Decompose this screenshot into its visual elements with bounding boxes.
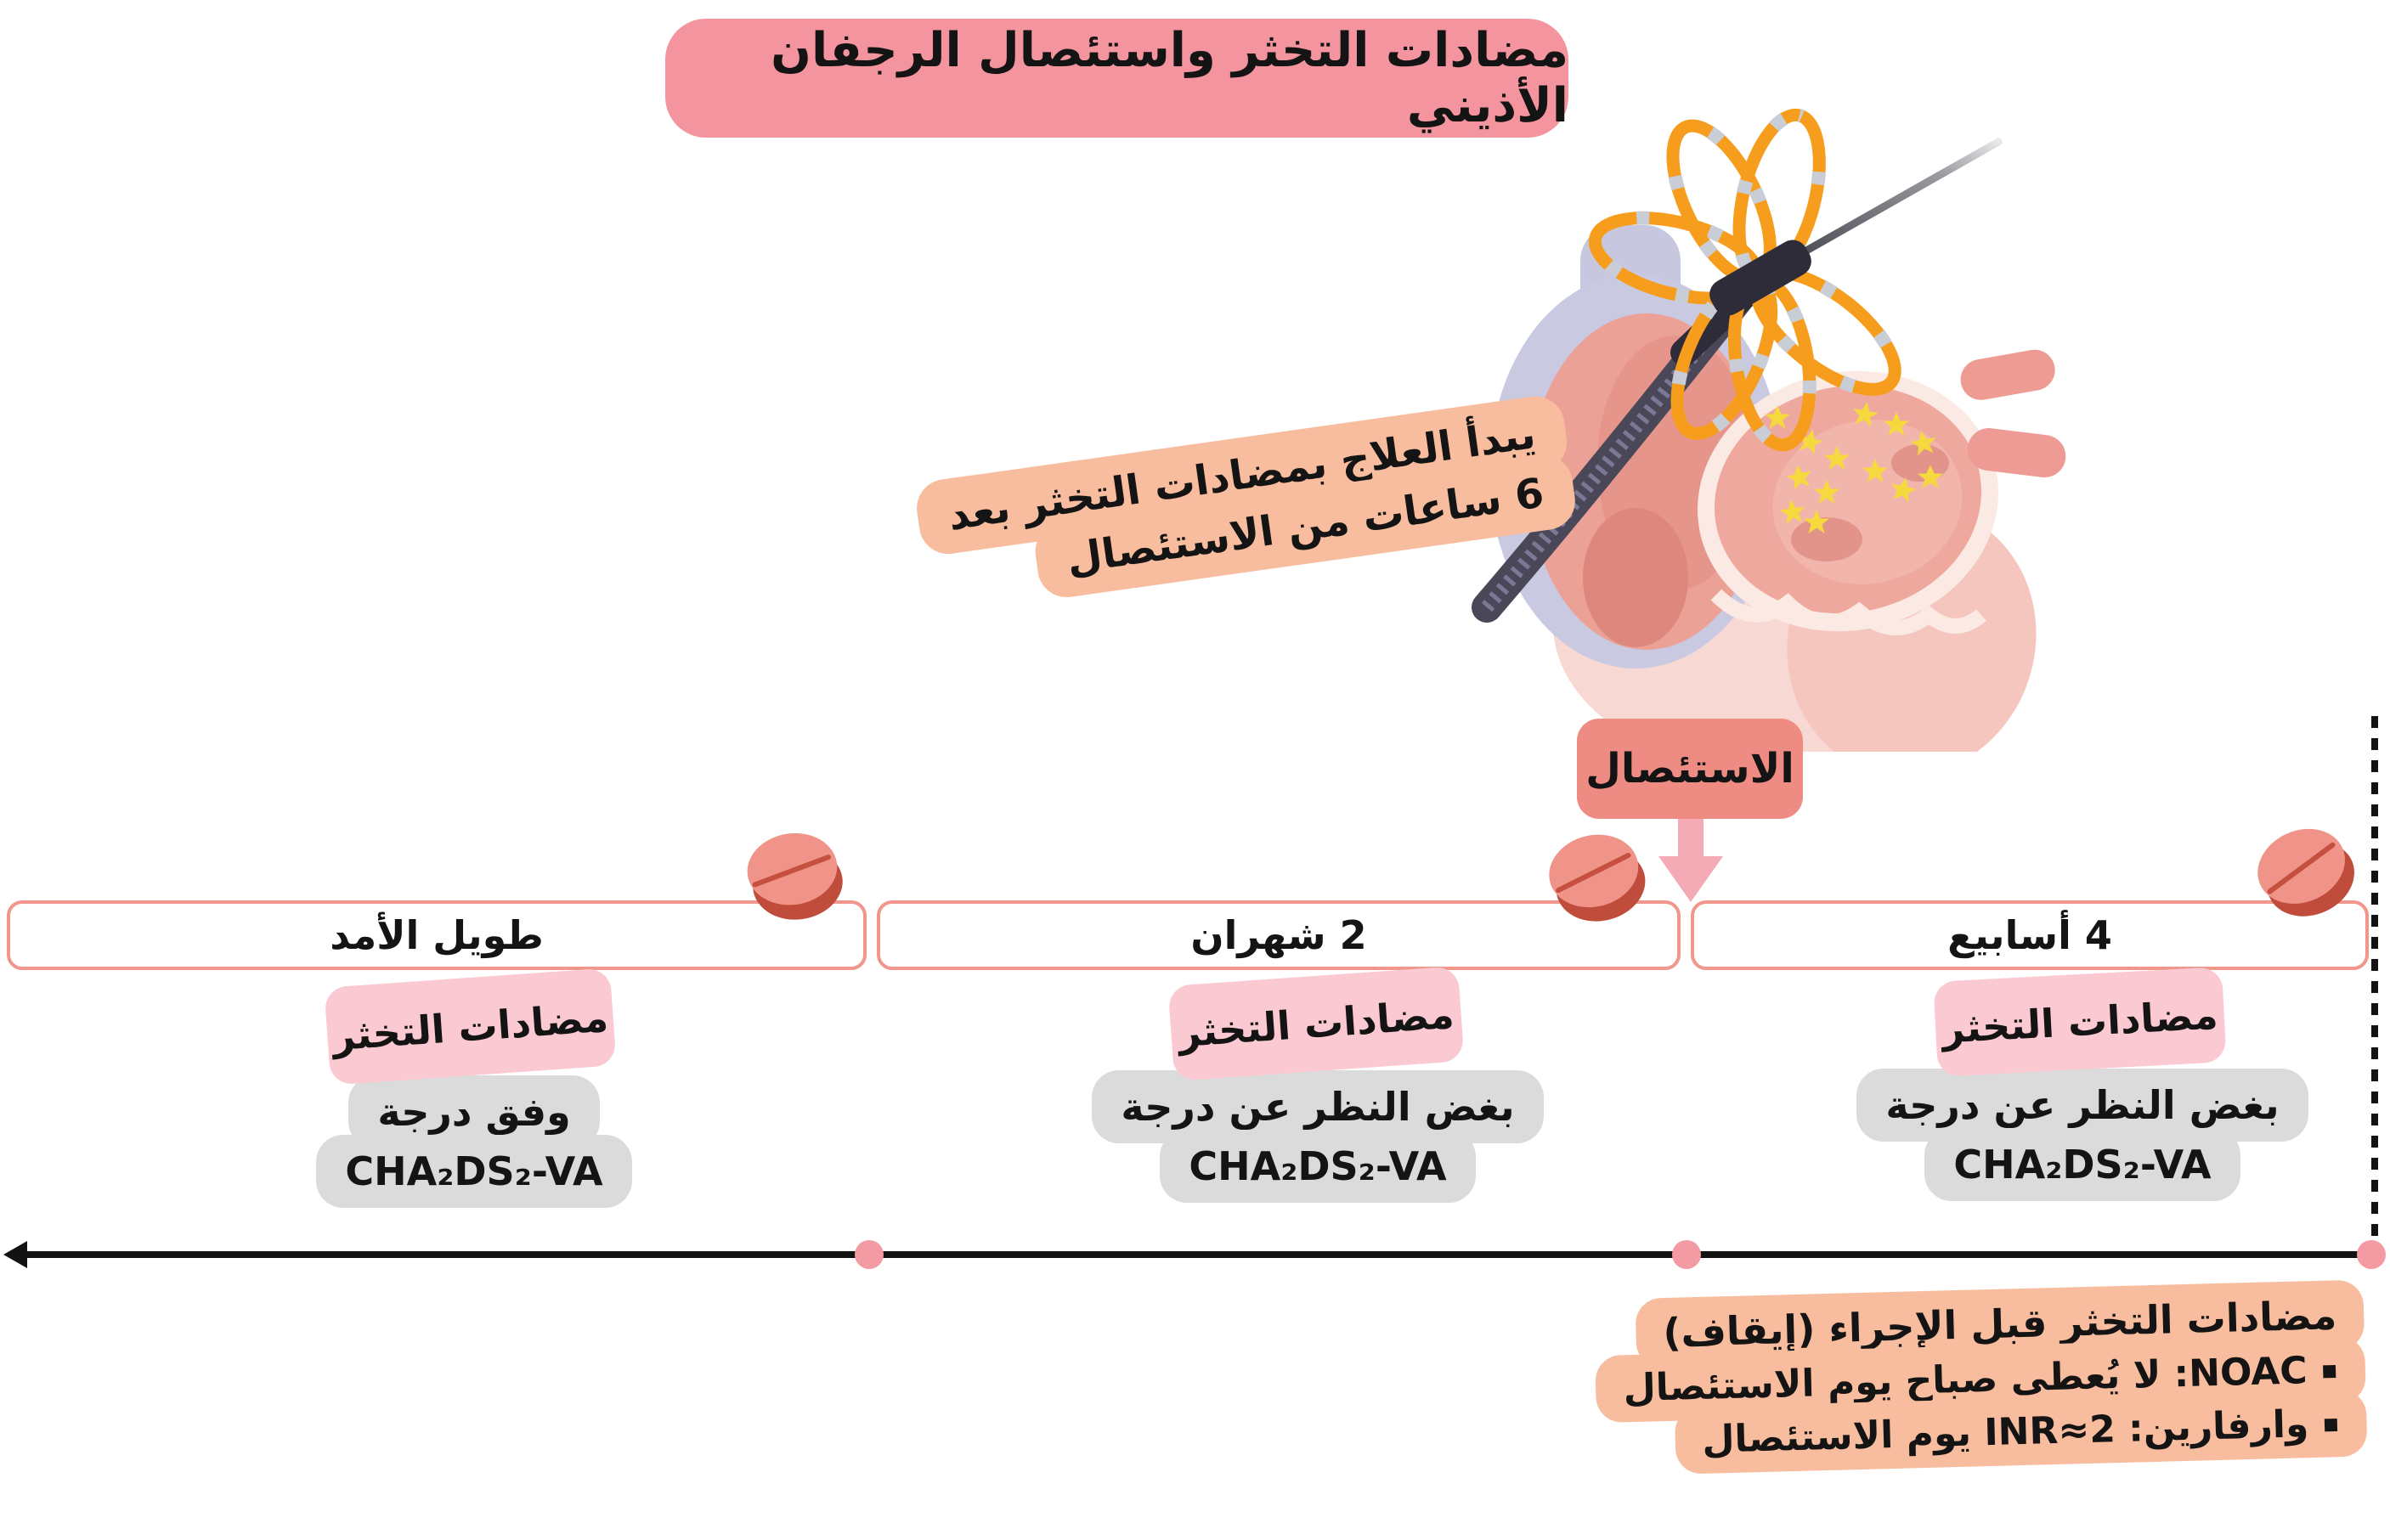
catheter-hub xyxy=(1709,240,1811,316)
timeline-dot xyxy=(2357,1240,2386,1269)
pulmonary-vessel xyxy=(1960,349,2055,400)
bullet-icon: ▪ xyxy=(2321,1407,2340,1439)
timeline-dot xyxy=(1672,1240,1701,1269)
pill-icon xyxy=(2257,828,2354,917)
ablation-day-dotted-line xyxy=(2371,716,2378,1253)
pulmonary-vessel xyxy=(1967,428,2066,478)
catheter-braid xyxy=(1481,291,1748,612)
timeline-axis xyxy=(22,1251,2372,1258)
detail-text: بغض النظر عن درجة xyxy=(1856,1069,2308,1142)
page-title: مضادات التخثر واستئصال الرجفان الأذيني xyxy=(665,19,1568,138)
ablation-label: الاستئصال xyxy=(1577,719,1803,819)
detail-long-term: وفق درجة CHA₂DS₂-VA xyxy=(270,1075,678,1208)
bullet-icon: ▪ xyxy=(2320,1354,2339,1385)
therapy-label-long-term: مضادات التخثر xyxy=(324,967,617,1086)
segment-four-weeks: 4 أسابيع xyxy=(1691,900,2369,970)
chads-score: CHA₂DS₂-VA xyxy=(316,1135,632,1208)
valve-scallop xyxy=(1710,589,1986,635)
pill-icon xyxy=(747,832,843,920)
segment-two-months: 2 شهران xyxy=(877,900,1681,970)
ablation-spot xyxy=(1791,517,1862,561)
segment-long-term: طويل الأمد xyxy=(7,900,867,970)
ablation-spot xyxy=(1891,444,1949,482)
timeline-dot xyxy=(855,1240,884,1269)
heart-ablation-illustration xyxy=(1472,108,2066,752)
atrium-shading-2 xyxy=(1583,508,1688,647)
detail-text: بغض النظر عن درجة xyxy=(1092,1070,1544,1143)
detail-two-months: بغض النظر عن درجة CHA₂DS₂-VA xyxy=(1092,1070,1544,1203)
therapy-label-four-weeks: مضادات التخثر xyxy=(1933,967,2227,1077)
chads-score: CHA₂DS₂-VA xyxy=(1924,1128,2240,1201)
detail-four-weeks: بغض النظر عن درجة CHA₂DS₂-VA xyxy=(1856,1069,2308,1201)
therapy-label-two-months: مضادات التخثر xyxy=(1167,966,1465,1081)
pill-icon xyxy=(1549,834,1646,922)
ablation-arrow-icon xyxy=(1658,856,1723,902)
pre-procedure-box: مضادات التخثر قبل الإجراء (إيقاف) ▪ NOAC… xyxy=(1595,1279,2368,1475)
bullet-text: وارفارين: INR≈2 يوم الاستئصال xyxy=(1701,1402,2309,1462)
timeline-arrowhead-icon xyxy=(3,1241,27,1268)
ablation-arrow-shaft xyxy=(1678,817,1704,858)
chads-score: CHA₂DS₂-VA xyxy=(1160,1130,1476,1203)
